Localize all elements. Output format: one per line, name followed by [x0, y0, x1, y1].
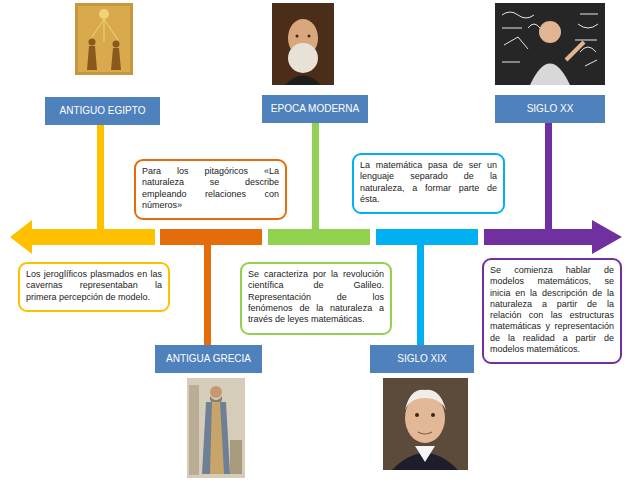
node-text: ANTIGUA GRECIA	[166, 353, 251, 365]
era-label: SIGLO XX	[495, 95, 605, 123]
timeline-arrow-right	[484, 220, 622, 254]
figure-robe	[202, 402, 230, 474]
description-box: Se comienza hablar de modelos matemático…	[482, 258, 622, 364]
node-text: SIGLO XIX	[397, 353, 446, 365]
timeline-segment	[160, 229, 262, 245]
figure-head	[113, 41, 120, 48]
egypt-image	[75, 3, 133, 75]
node-text: ANTIGUO EGIPTO	[60, 105, 146, 117]
person-head	[539, 21, 561, 43]
node-text: EPOCA MODERNA	[271, 103, 359, 115]
era-label: SIGLO XIX	[370, 345, 474, 373]
node-text: La matemática pasa de ser un lenguaje se…	[360, 160, 497, 205]
portrait-coat	[285, 76, 321, 86]
gauss-image	[383, 378, 468, 470]
pedestal	[230, 440, 242, 474]
pitagoras-image	[187, 378, 245, 478]
portrait-eye	[296, 35, 299, 38]
node-text: Se caracteriza por la revolución científ…	[248, 269, 384, 325]
node-text: Se comienza hablar de modelos matemático…	[490, 265, 614, 355]
description-box: Para los pitagóricos «La naturaleza se d…	[134, 159, 287, 220]
figure-body	[111, 48, 121, 70]
galileo-image	[272, 3, 334, 85]
description-box: La matemática pasa de ser un lenguaje se…	[352, 153, 505, 214]
portrait-eye	[415, 413, 419, 417]
image-ground	[78, 6, 130, 72]
figure-body	[87, 46, 97, 70]
node-text: Para los pitagóricos «La naturaleza se d…	[142, 166, 279, 211]
sun-rays	[90, 19, 118, 42]
timeline-stem	[417, 245, 424, 345]
era-label: ANTIGUO EGIPTO	[45, 97, 160, 125]
era-label: EPOCA MODERNA	[262, 95, 368, 123]
image-ground	[75, 3, 133, 75]
portrait-hair	[405, 390, 446, 410]
timeline-stem	[204, 245, 211, 345]
description-box: Los jeroglíficos plasmados en las cavern…	[18, 262, 170, 312]
siglo-xx-image	[495, 3, 605, 85]
portrait-beard	[288, 43, 318, 73]
image-ground	[495, 3, 605, 85]
person-arm	[566, 42, 584, 60]
sun-disc	[99, 9, 109, 19]
column	[189, 385, 199, 475]
figure-head	[210, 386, 222, 398]
description-box: Se caracteriza por la revolución científ…	[240, 262, 392, 335]
node-text: SIGLO XX	[527, 103, 574, 115]
portrait-collar	[415, 446, 435, 462]
figure-sash	[210, 402, 224, 474]
timeline-segment	[376, 229, 478, 245]
node-text: Los jeroglíficos plasmados en las cavern…	[26, 269, 162, 303]
person-body	[530, 64, 570, 86]
image-ground	[383, 378, 468, 470]
timeline-segment	[268, 229, 370, 245]
timeline-arrow-left	[10, 220, 155, 254]
portrait-mouth	[418, 432, 432, 434]
timeline-stem	[97, 125, 104, 229]
image-ground	[187, 378, 245, 478]
timeline-stem	[312, 123, 319, 229]
figure-head	[89, 39, 96, 46]
timeline-stem	[545, 123, 552, 229]
portrait-eye	[308, 35, 311, 38]
era-label: ANTIGUA GRECIA	[155, 345, 262, 373]
image-ground	[272, 3, 334, 85]
portrait-eye	[431, 413, 435, 417]
chalk-formulas	[502, 12, 598, 66]
